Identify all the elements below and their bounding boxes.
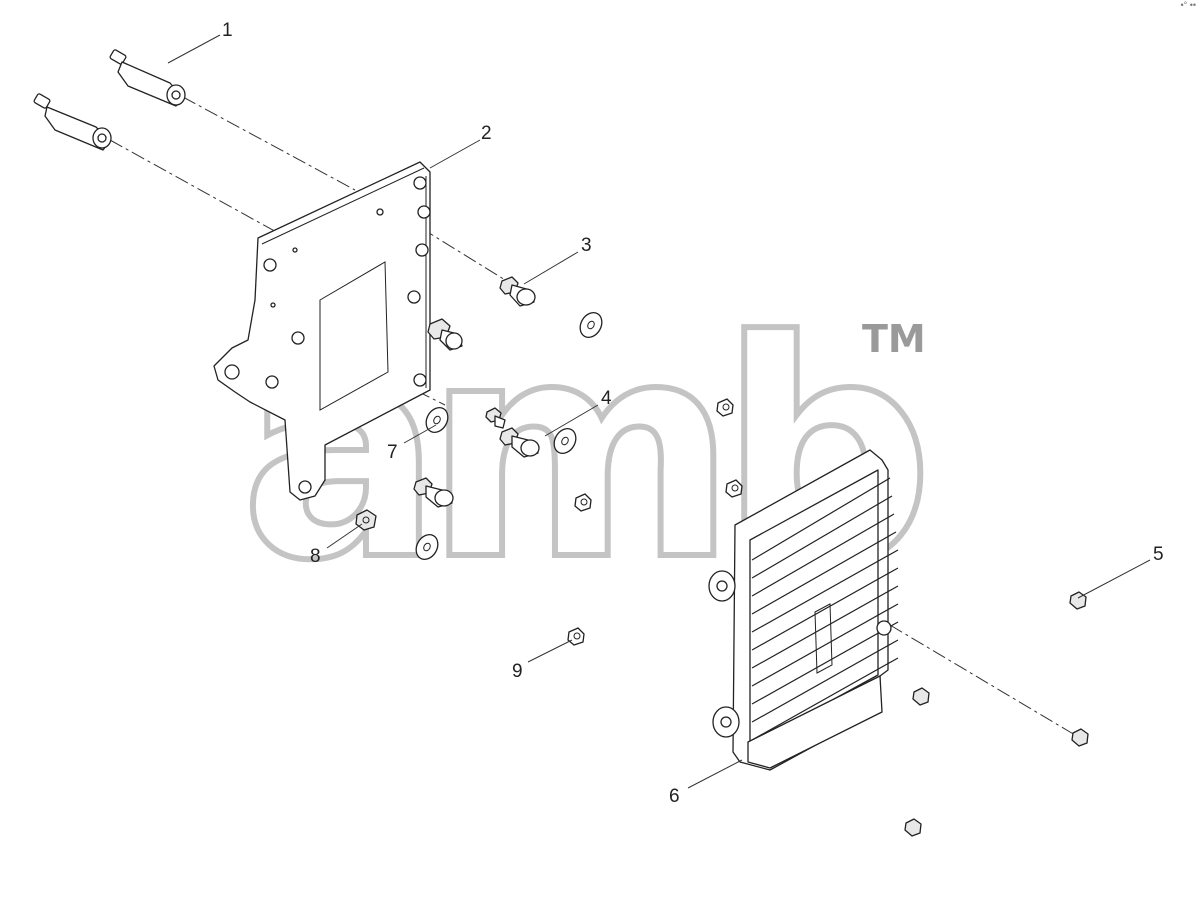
mounting-bracket-plate <box>213 161 431 501</box>
mounting-ears <box>708 570 892 738</box>
callout-2: 2 <box>481 123 492 144</box>
screws-item-5 <box>904 591 1089 837</box>
callout-9: 9 <box>512 661 523 682</box>
hex-bolt-item-4 <box>499 427 540 458</box>
callout-7: 7 <box>387 442 398 463</box>
callout-4: 4 <box>601 388 612 409</box>
callout-leaders <box>167 34 1151 789</box>
callout-1: 1 <box>222 20 233 41</box>
callout-labels: 1 2 3 4 5 6 7 8 9 <box>222 20 1164 807</box>
control-module-item-6 <box>708 449 899 771</box>
hex-bolt-item-3 <box>499 276 536 307</box>
callout-6: 6 <box>669 786 680 807</box>
small-screw-mid <box>485 407 506 429</box>
watermark-trademark: TM <box>862 317 926 361</box>
corner-mark: •° •• <box>1180 0 1196 10</box>
callout-5: 5 <box>1153 544 1164 565</box>
hex-bolt-large <box>427 318 463 351</box>
callout-8: 8 <box>310 546 321 567</box>
heat-sink-fins <box>751 477 899 741</box>
washers-item-7 <box>415 312 603 560</box>
grommets-item-9 <box>567 398 743 646</box>
hex-bolt-lower <box>413 477 454 508</box>
standoff-spacer-upper <box>109 49 186 107</box>
callout-3: 3 <box>581 235 592 256</box>
standoff-spacer-lower <box>33 93 112 151</box>
